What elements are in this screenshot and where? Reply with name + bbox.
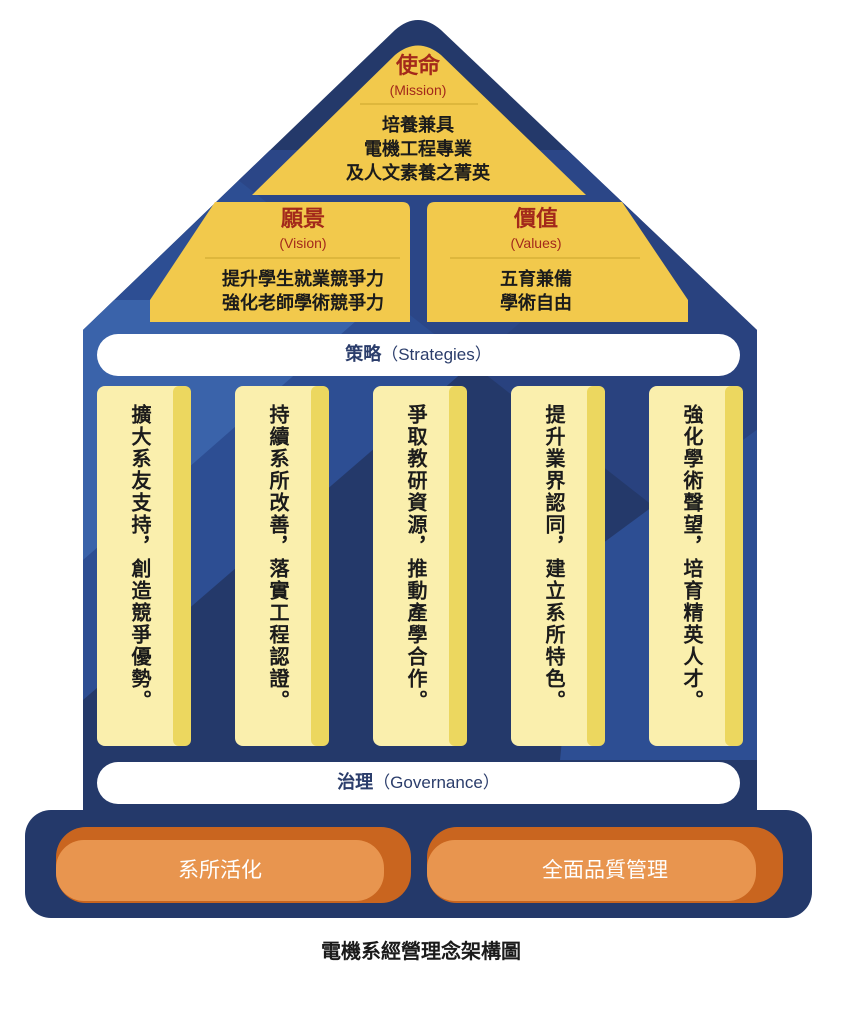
strategies-label: 策略（Strategies） (97, 343, 740, 367)
mission-line-1: 培養兼具 (382, 115, 454, 136)
values-heading: 價值 (513, 207, 558, 232)
governance-label: 治理（Governance） (97, 771, 740, 795)
pillar-5-text: 強化學術聲望，培育精英人才。 (680, 404, 704, 712)
pillar-2-text: 持續系所改善，落實工程認證。 (266, 404, 290, 712)
pillar-5 (649, 386, 743, 746)
pillar-2 (235, 386, 329, 746)
mission-panel (252, 45, 586, 195)
values-line-1: 五育兼備 (500, 269, 572, 290)
pillar-3 (373, 386, 467, 746)
vision-heading: 願景 (280, 207, 325, 232)
vision-line-2: 強化老師學術競爭力 (222, 293, 384, 314)
strategies-label-en: （Strategies） (381, 345, 492, 364)
base-block-1 (56, 827, 411, 903)
pillar-3-text: 爭取教研資源，推動產學合作。 (404, 404, 428, 712)
values-panel (427, 202, 688, 322)
vision-subheading: (Vision) (279, 235, 327, 251)
vision-panel (150, 202, 410, 322)
pillar-1 (97, 386, 191, 746)
values-subheading: (Values) (510, 235, 562, 251)
vision-line-1: 提升學生就業競爭力 (222, 269, 384, 290)
strategies-bar (97, 334, 740, 376)
values-line-2: 學術自由 (500, 293, 572, 314)
mission-heading: 使命 (395, 54, 440, 79)
mission-line-2: 電機工程專業 (364, 139, 472, 160)
mission-subheading: (Mission) (389, 82, 447, 98)
mission-line-3: 及人文素養之菁英 (346, 163, 490, 184)
base-label-1: 系所活化 (178, 858, 262, 882)
diagram-caption: 電機系經營理念架構圖 (321, 939, 521, 963)
base-block-2 (427, 827, 783, 903)
strategies-label-zh: 策略 (345, 344, 382, 365)
pillar-1-text: 擴大系友支持，創造競爭優勢。 (128, 404, 152, 712)
governance-label-en: （Governance） (373, 773, 500, 792)
pillar-4 (511, 386, 605, 746)
governance-bar (97, 762, 740, 804)
base-label-2: 全面品質管理 (542, 858, 668, 882)
governance-label-zh: 治理 (337, 772, 374, 793)
pillar-4-text: 提升業界認同，建立系所特色。 (542, 404, 566, 712)
